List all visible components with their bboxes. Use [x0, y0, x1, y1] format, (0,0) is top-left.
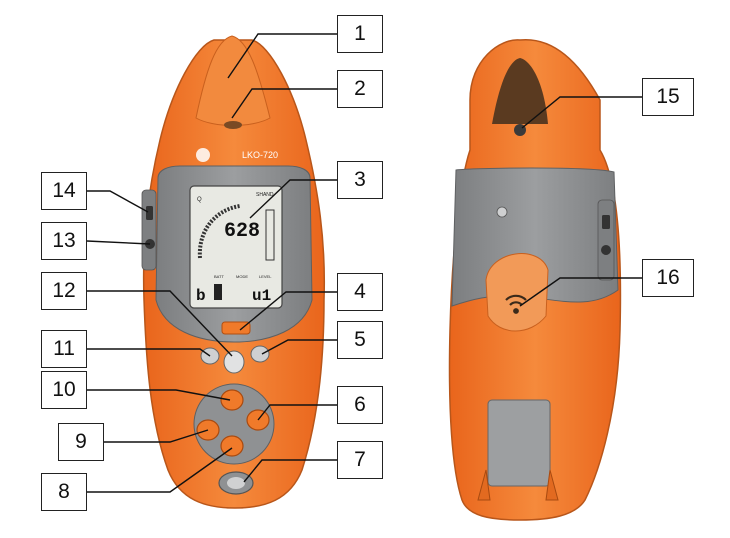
leader-15: [521, 96, 642, 129]
back-cone-cavity: [492, 58, 548, 124]
leader-5: [261, 339, 337, 355]
leader-1: [227, 33, 337, 79]
lcd-q-label: Q: [197, 197, 202, 203]
callout-16: 16: [642, 259, 694, 297]
arrow-down-button[interactable]: [220, 435, 244, 457]
callout-8: 8: [41, 473, 87, 511]
leader-4: [239, 291, 337, 331]
wireless-window: [485, 253, 549, 332]
callout-15: 15: [642, 78, 694, 116]
callout-4: 4: [337, 273, 383, 311]
device-front: LKO-720 Q SHAND 628 BATT MODE LEVEL b u1: [141, 35, 326, 509]
mode-key[interactable]: [221, 321, 251, 335]
callout-3: 3: [337, 161, 383, 199]
battery-cover: [487, 399, 551, 487]
lcd-left-char: b: [196, 287, 206, 305]
leader-12: [87, 290, 233, 357]
side-port-strip: [141, 189, 157, 271]
belt-clip-right: [545, 469, 559, 501]
arrow-up-button[interactable]: [220, 389, 244, 411]
leader-lines: [86, 33, 642, 493]
leader-11: [87, 348, 211, 357]
leader-9: [104, 429, 209, 443]
back-port-strip: [597, 199, 615, 281]
lcd-battery-icon: [214, 284, 222, 300]
right-round-button[interactable]: [250, 345, 270, 363]
leader-8: [87, 447, 233, 493]
lcd-tag: SHAND: [256, 192, 274, 198]
leader-6: [257, 404, 337, 421]
leader-2: [231, 88, 337, 119]
lcd-screen: [189, 185, 283, 309]
arrow-pad: [193, 383, 275, 465]
callout-14: 14: [41, 172, 87, 210]
leader-16: [519, 277, 642, 307]
brand-logo: [196, 148, 210, 162]
lcd-label-level: LEVEL: [259, 274, 272, 279]
callout-10: 10: [41, 371, 87, 409]
callout-2: 2: [337, 70, 383, 108]
lcd-level-bar: [265, 209, 275, 261]
power-button-cap: [227, 477, 245, 489]
lcd-label-batt: BATT: [214, 274, 224, 279]
model-label: LKO-720: [242, 150, 278, 160]
callout-12: 12: [41, 272, 87, 310]
leader-10: [87, 389, 231, 401]
callout-6: 6: [337, 386, 383, 424]
back-screw: [496, 206, 508, 218]
lcd-reading: 628: [224, 220, 260, 243]
leader-7: [243, 459, 337, 483]
lcd-label-mode: MODE: [236, 274, 248, 279]
callout-1: 1: [337, 15, 383, 53]
leader-3: [249, 179, 337, 219]
device-back: [448, 38, 622, 521]
lcd-right-chars: u1: [252, 287, 271, 305]
center-light-button[interactable]: [223, 350, 245, 374]
callout-7: 7: [337, 441, 383, 479]
callout-11: 11: [41, 330, 87, 368]
back-usb-port: [602, 215, 610, 229]
belt-clip: [477, 469, 491, 501]
leader-14: [87, 190, 149, 213]
leader-13: [86, 240, 151, 245]
callout-9: 9: [58, 423, 104, 461]
back-power-jack: [601, 245, 611, 255]
usb-port: [146, 206, 153, 220]
callout-5: 5: [337, 321, 383, 359]
callout-13: 13: [41, 222, 87, 260]
sensor-opening: [224, 121, 242, 129]
lcd-arc-scale: [197, 204, 241, 259]
